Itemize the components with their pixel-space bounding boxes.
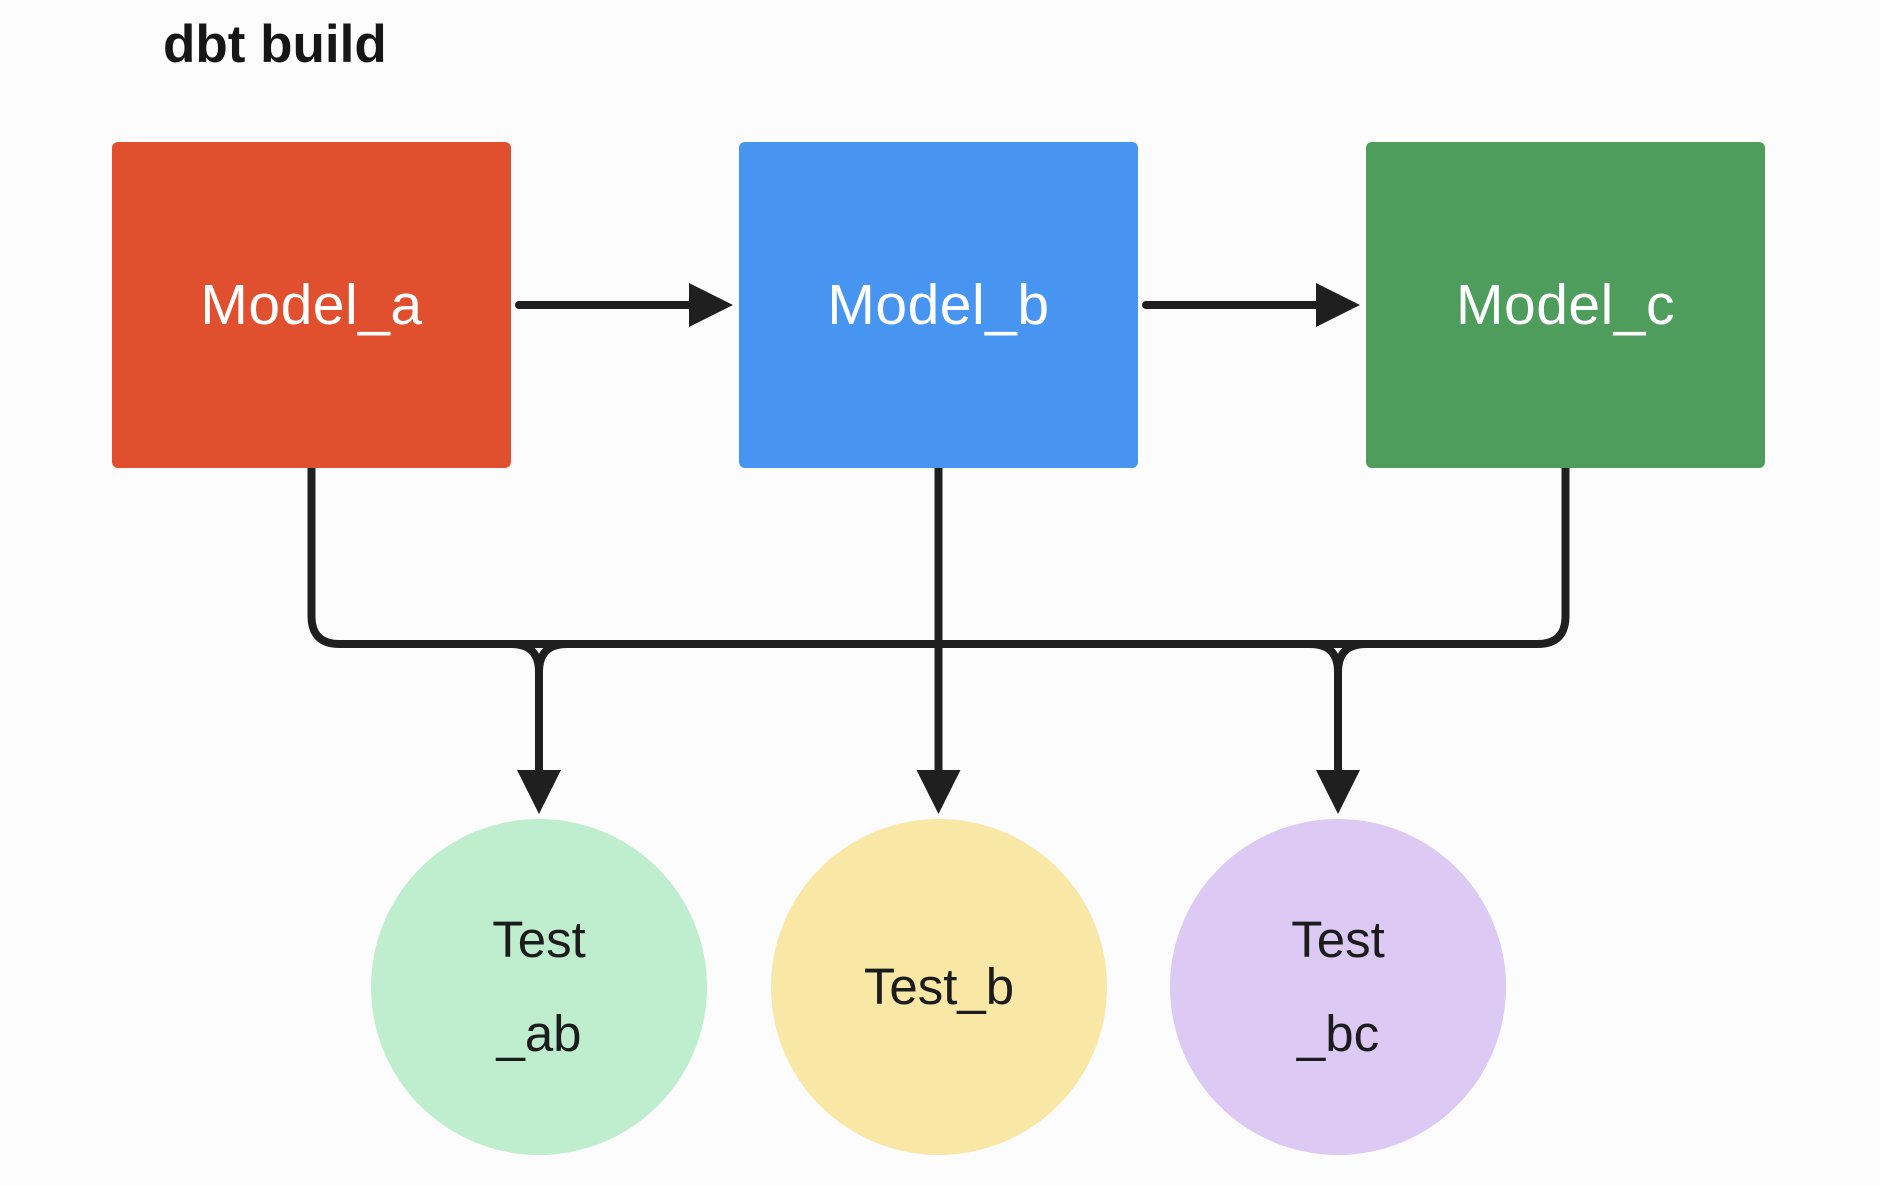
node-test-b: Test_b — [771, 819, 1107, 1155]
edge-bus-to-test-bc — [1306, 640, 1360, 814]
node-test-bc-label-line-2: _bc — [1296, 1005, 1380, 1062]
node-model-c: Model_c — [1366, 142, 1765, 468]
node-model-a: Model_a — [112, 142, 511, 468]
edge-bus-to-test-bc-right-fillet — [1334, 640, 1370, 676]
node-model-b: Model_b — [739, 142, 1138, 468]
edge-bus-to-test-ab — [507, 640, 561, 814]
node-test-bc: Test _bc — [1170, 819, 1506, 1155]
node-test-b-label-line-1: Test_b — [863, 957, 1015, 1015]
node-test-bc-label-line-1: Test — [1291, 910, 1385, 968]
node-model-a-label: Model_a — [200, 273, 423, 337]
node-test-ab: Test _ab — [371, 819, 707, 1155]
node-test-ab-label-line-1: Test — [492, 910, 586, 968]
node-test-ab-label-line-2: _ab — [496, 1005, 582, 1062]
diagram-title: dbt build — [163, 15, 387, 74]
node-model-b-label: Model_b — [827, 273, 1050, 337]
node-model-c-label: Model_c — [1456, 273, 1675, 337]
edge-bus-to-test-ab-right-fillet — [535, 640, 571, 676]
